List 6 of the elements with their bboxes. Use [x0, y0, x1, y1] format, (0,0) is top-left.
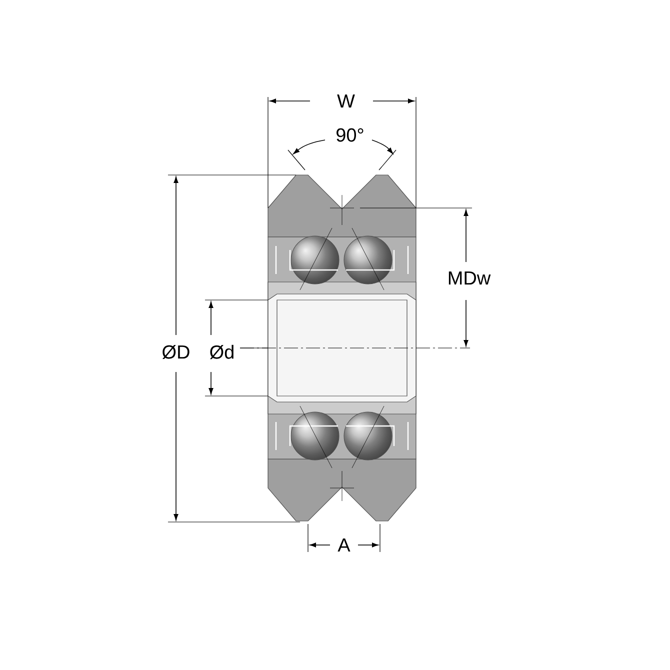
dimension-label: MDw [448, 271, 491, 285]
dimension-label: Ød [210, 344, 234, 360]
dimension-label: ØD [162, 344, 190, 360]
dimension-label: A [338, 538, 350, 552]
dimension-label: W [337, 94, 355, 108]
dimension-label: 90° [336, 128, 364, 142]
